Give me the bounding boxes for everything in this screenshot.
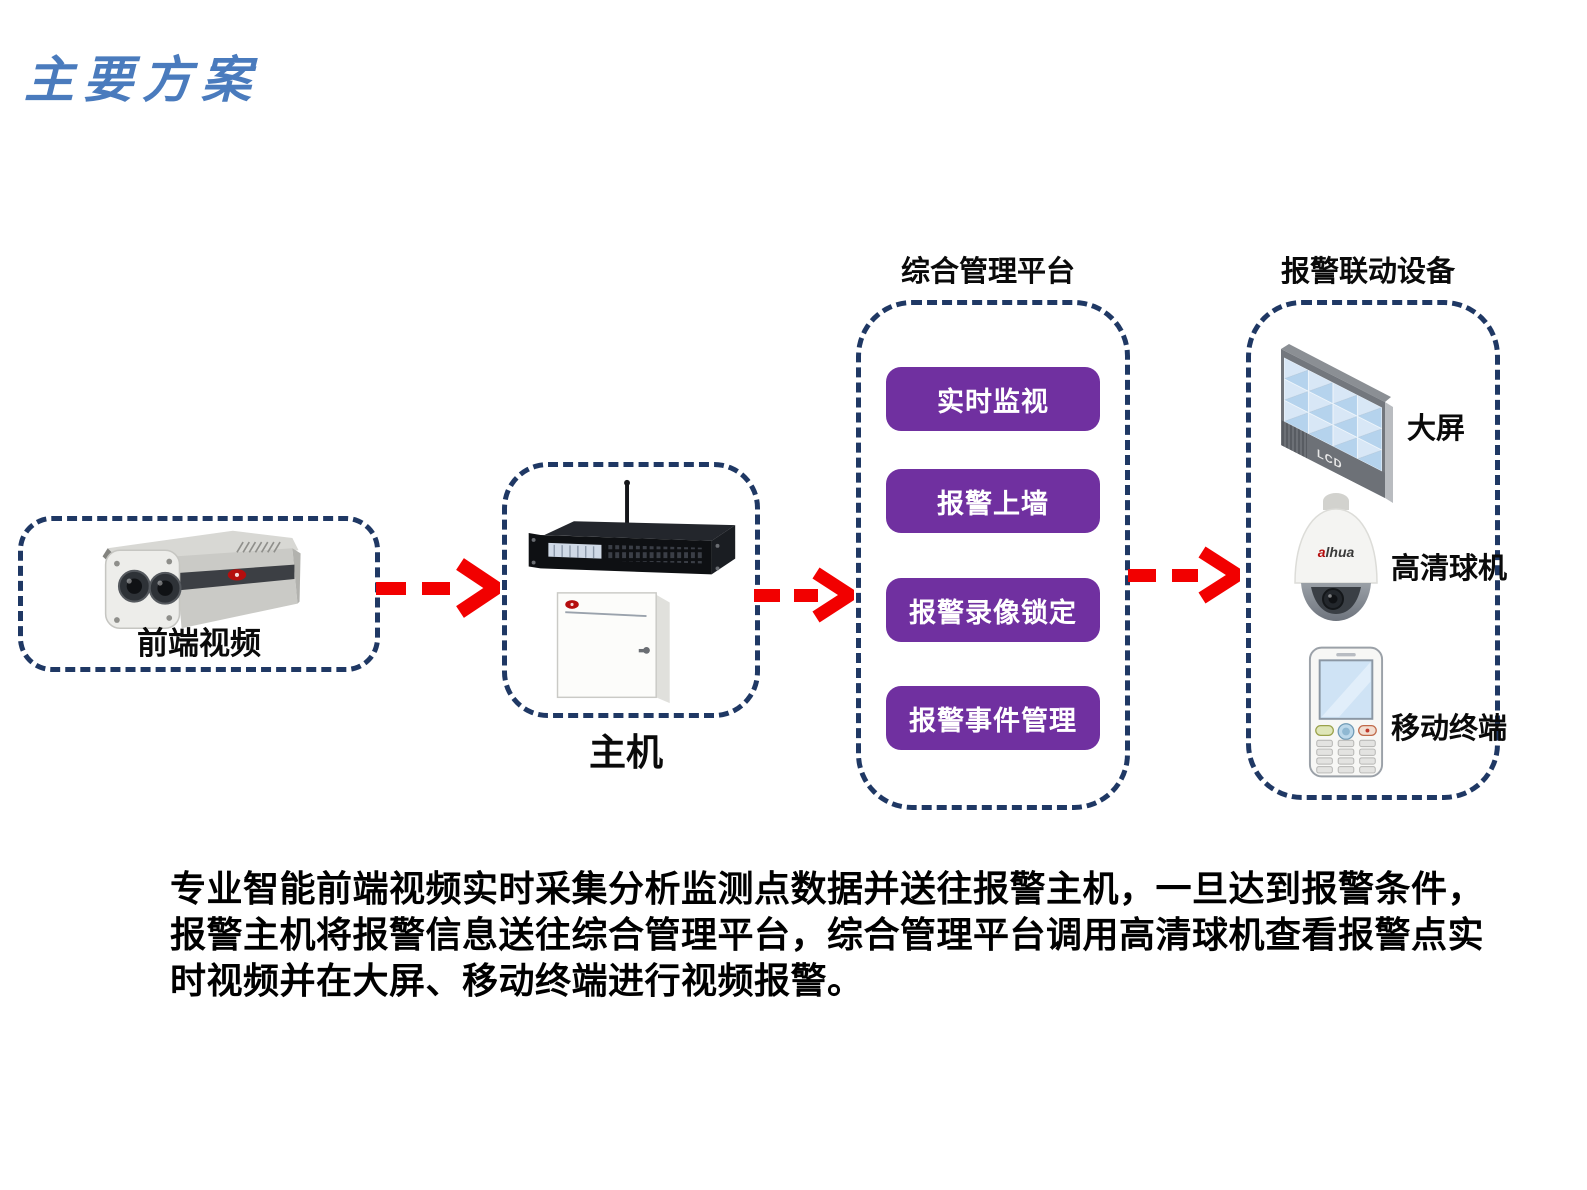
host-box bbox=[502, 462, 760, 718]
mobile-terminal-label: 移动终端 bbox=[1391, 713, 1508, 745]
bullet-camera-icon bbox=[102, 530, 301, 630]
platform-function-realtime-monitor: 实时监视 bbox=[886, 367, 1100, 431]
linkage-box: LCD 大屏 alhua 高清球机 bbox=[1246, 300, 1507, 800]
page-title: 主要方案 bbox=[24, 52, 260, 108]
dome-brand-text: alhua bbox=[1318, 544, 1355, 560]
description-line: 专业智能前端视频实时采集分析监测点数据并送往报警主机，一旦达到报警条件， bbox=[170, 868, 1485, 909]
description-line: 时视频并在大屏、移动终端进行视频报警。 bbox=[170, 960, 864, 1001]
platform-function-alarm-event-mgmt: 报警事件管理 bbox=[886, 686, 1100, 750]
flow-arrow-1 bbox=[376, 558, 500, 618]
linkage-title: 报警联动设备 bbox=[1280, 256, 1455, 288]
host-label: 主机 bbox=[589, 732, 663, 773]
lcd-screen-icon: LCD bbox=[1281, 344, 1393, 503]
front-video-label: 前端视频 bbox=[137, 626, 261, 661]
platform-title: 综合管理平台 bbox=[900, 256, 1075, 288]
platform-function-alarm-record-lock: 报警录像锁定 bbox=[886, 578, 1100, 642]
big-screen-label: 大屏 bbox=[1407, 413, 1466, 445]
platform-function-alarm-to-wall: 报警上墙 bbox=[886, 469, 1100, 533]
alarm-host-icon bbox=[528, 479, 736, 575]
description-paragraph: 专业智能前端视频实时采集分析监测点数据并送往报警主机，一旦达到报警条件， 报警主… bbox=[170, 866, 1485, 1004]
hd-dome-label: 高清球机 bbox=[1391, 553, 1508, 585]
mobile-phone-icon bbox=[1308, 646, 1384, 778]
flow-arrow-3 bbox=[1128, 546, 1240, 604]
alarm-cabinet-icon bbox=[556, 592, 670, 704]
description-line: 报警主机将报警信息送往综合管理平台，综合管理平台调用高清球机查看报警点实 bbox=[170, 914, 1485, 955]
front-video-box: 前端视频 bbox=[18, 516, 380, 672]
dome-camera-icon: alhua bbox=[1294, 493, 1378, 621]
platform-box: 实时监视 报警上墙 报警录像锁定 报警事件管理 bbox=[856, 300, 1130, 810]
flow-arrow-2 bbox=[754, 567, 854, 623]
